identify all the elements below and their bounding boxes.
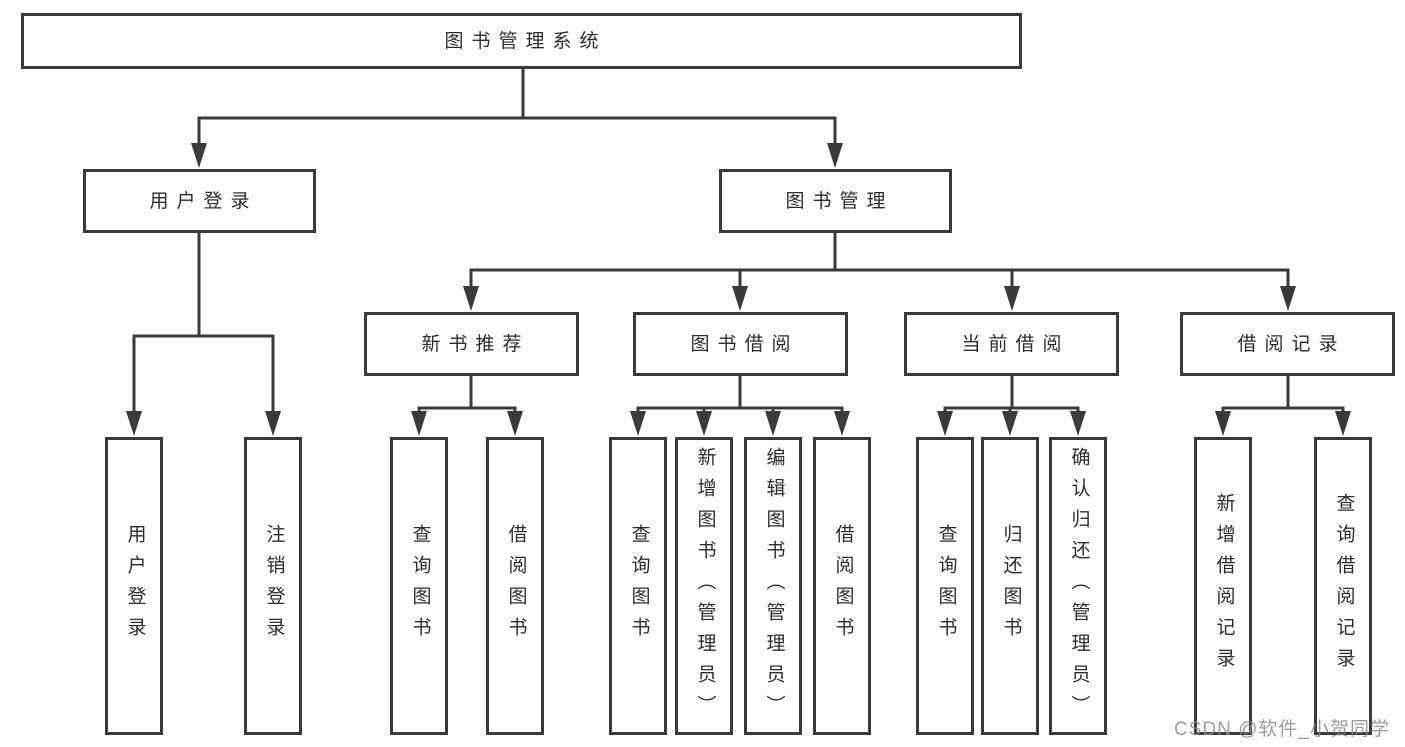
node-query-borrow-record-label: 查询借阅记录 [1333, 493, 1355, 679]
node-borrow-books-1-label: 借阅图书 [505, 524, 527, 648]
node-confirm-return-admin-label: 确认归还（管理员） [1068, 446, 1090, 726]
csdn-watermark: CSDN @软件_小贺同学 [1174, 719, 1390, 740]
node-new-book-recommend: 新书推荐 [364, 312, 579, 376]
node-add-books-admin: 新增图书（管理员） [675, 437, 733, 735]
node-query-books-3: 查询图书 [916, 437, 974, 735]
node-user-login-label: 用户登录 [149, 190, 258, 212]
node-return-books: 归还图书 [981, 437, 1039, 735]
node-add-borrow-record: 新增借阅记录 [1194, 437, 1252, 735]
node-query-books-2: 查询图书 [609, 437, 667, 735]
node-book-borrow: 图书借阅 [633, 312, 848, 376]
node-borrow-record-label: 借阅记录 [1237, 333, 1346, 355]
node-add-borrow-record-label: 新增借阅记录 [1213, 493, 1235, 679]
node-current-borrow-label: 当前借阅 [961, 333, 1070, 355]
node-edit-books-admin: 编辑图书（管理员） [744, 437, 802, 735]
node-book-management: 图书管理 [719, 169, 952, 233]
node-root-label: 图书管理系统 [444, 30, 607, 52]
node-edit-books-admin-label: 编辑图书（管理员） [763, 446, 785, 726]
node-return-books-label: 归还图书 [1000, 524, 1022, 648]
node-login-leaf-label: 用户登录 [124, 524, 146, 648]
node-borrow-books-2-label: 借阅图书 [832, 524, 854, 648]
node-borrow-books-2: 借阅图书 [813, 437, 871, 735]
node-query-books-1-label: 查询图书 [409, 524, 431, 648]
node-logout-leaf: 注销登录 [244, 437, 302, 735]
node-login-leaf: 用户登录 [105, 437, 163, 735]
node-add-books-admin-label: 新增图书（管理员） [694, 446, 716, 726]
node-logout-leaf-label: 注销登录 [263, 524, 285, 648]
node-confirm-return-admin: 确认归还（管理员） [1049, 437, 1107, 735]
node-query-books-1: 查询图书 [390, 437, 448, 735]
node-current-borrow: 当前借阅 [904, 312, 1119, 376]
node-query-books-3-label: 查询图书 [935, 524, 957, 648]
node-new-book-recommend-label: 新书推荐 [421, 333, 530, 355]
node-user-login: 用户登录 [83, 169, 316, 233]
node-root: 图书管理系统 [21, 13, 1022, 69]
node-query-borrow-record: 查询借阅记录 [1314, 437, 1372, 735]
node-borrow-record: 借阅记录 [1180, 312, 1395, 376]
node-book-borrow-label: 图书借阅 [690, 333, 799, 355]
node-query-books-2-label: 查询图书 [628, 524, 650, 648]
node-book-management-label: 图书管理 [785, 190, 894, 212]
node-borrow-books-1: 借阅图书 [486, 437, 544, 735]
